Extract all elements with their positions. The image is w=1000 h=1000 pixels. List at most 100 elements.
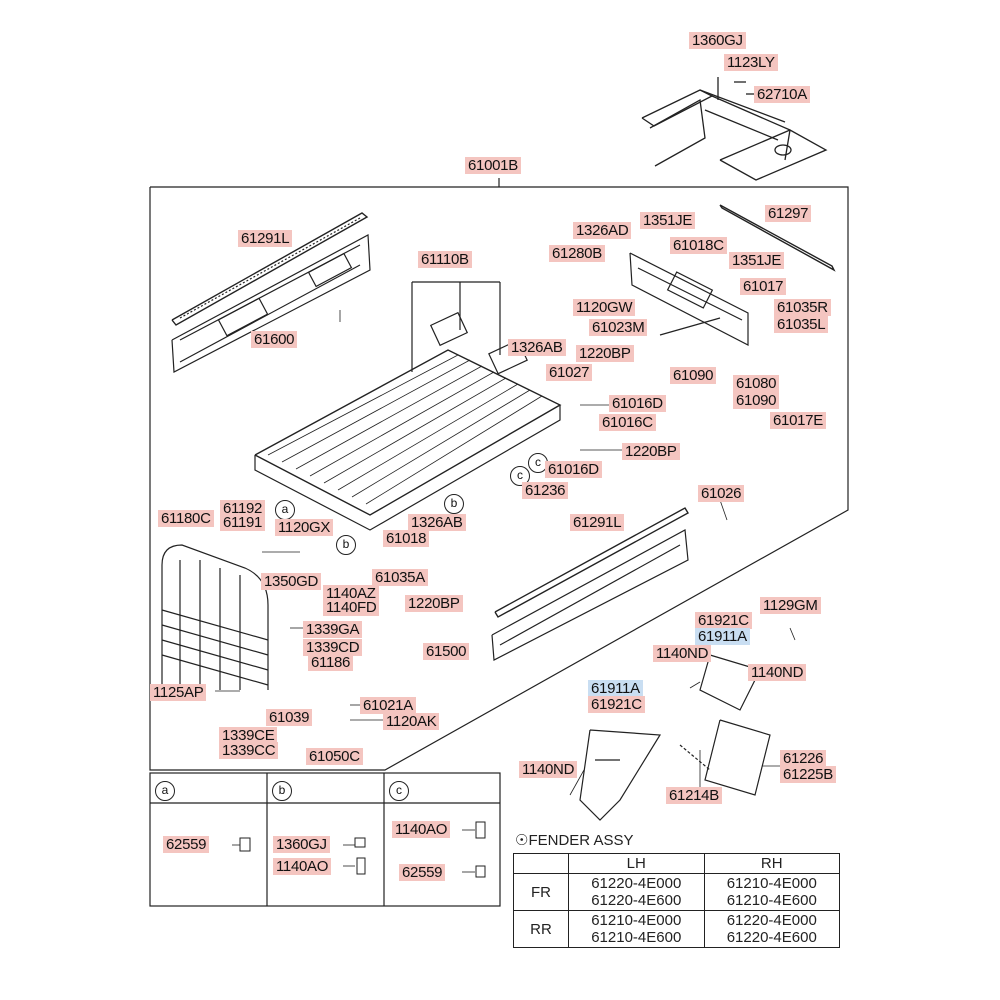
part-label[interactable]: 1120GW xyxy=(573,299,636,316)
part-label[interactable]: 1120AK xyxy=(383,713,440,730)
part-label[interactable]: 1326AB xyxy=(408,514,466,531)
part-label[interactable]: 61018 xyxy=(383,530,430,547)
part-label[interactable]: 1220BP xyxy=(576,345,634,362)
table-corner-cell xyxy=(513,853,569,874)
part-label[interactable]: 62710A xyxy=(754,86,810,103)
part-label[interactable]: 1351JE xyxy=(640,212,696,229)
part-label[interactable]: 1140ND xyxy=(653,645,712,662)
part-label[interactable]: 61191 xyxy=(220,514,266,531)
part-label[interactable]: 61291L xyxy=(238,230,293,247)
rail-61291L-top xyxy=(171,212,369,326)
rail-61291L-bottom xyxy=(494,507,689,618)
part-label[interactable]: 61001B xyxy=(465,157,521,174)
subbox-b-marker: b xyxy=(272,781,292,801)
part-number: 61210-4E000 xyxy=(591,912,682,929)
fender-assy-title: ☉FENDER ASSY xyxy=(515,832,634,849)
deck-floor xyxy=(254,281,562,531)
callout-c-2: c xyxy=(528,453,548,473)
column-header-lh: LH xyxy=(568,853,705,874)
rail-61297 xyxy=(719,204,836,272)
part-label[interactable]: 62559 xyxy=(163,836,210,853)
part-label[interactable]: 1326AB xyxy=(508,339,566,356)
part-label[interactable]: 61180C xyxy=(158,510,214,527)
part-label[interactable]: 61018C xyxy=(670,237,727,254)
part-label[interactable]: 61500 xyxy=(423,643,470,660)
subbox-a-marker: a xyxy=(155,781,175,801)
part-label[interactable]: 61600 xyxy=(251,331,298,348)
part-label[interactable]: 61236 xyxy=(522,482,569,499)
fender-assy-title-text: FENDER ASSY xyxy=(528,832,634,849)
part-label[interactable]: 61035R xyxy=(774,299,831,316)
part-label[interactable]: 61017 xyxy=(740,278,787,295)
part-label[interactable]: 1220BP xyxy=(405,595,463,612)
part-label[interactable]: 61226 xyxy=(780,750,827,767)
part-label[interactable]: 61192 xyxy=(220,500,266,517)
part-label[interactable]: 61021A xyxy=(360,697,416,714)
part-label[interactable]: 1339CC xyxy=(219,742,279,759)
callout-b: b xyxy=(336,535,356,555)
part-label[interactable]: 61027 xyxy=(546,364,593,381)
part-number: 61220-4E600 xyxy=(726,929,817,946)
part-label[interactable]: 61016D xyxy=(609,395,666,412)
part-label[interactable]: 1140AZ xyxy=(323,585,379,602)
part-label[interactable]: 61080 xyxy=(733,375,780,392)
part-label[interactable]: 1140ND xyxy=(748,664,807,681)
part-label[interactable]: 1140FD xyxy=(323,599,380,616)
part-label[interactable]: 61280B xyxy=(549,245,605,262)
part-label[interactable]: 61090 xyxy=(670,367,717,384)
part-label[interactable]: 1140AO xyxy=(273,858,332,875)
part-label[interactable]: 61016C xyxy=(599,414,656,431)
row-header-rr: RR xyxy=(513,910,569,948)
part-label[interactable]: 1350GD xyxy=(261,573,322,590)
column-header-rh: RH xyxy=(703,853,840,874)
part-label[interactable]: 61035L xyxy=(774,316,829,333)
part-label[interactable]: 1360GJ xyxy=(273,836,330,853)
part-label[interactable]: 1220BP xyxy=(622,443,680,460)
part-label[interactable]: 61026 xyxy=(698,485,745,502)
part-label[interactable]: 61291L xyxy=(570,514,625,531)
part-number: 61220-4E600 xyxy=(591,892,682,909)
part-label[interactable]: 61225B xyxy=(780,766,836,783)
rear-gate-61280B xyxy=(629,252,749,346)
part-label[interactable]: 61035A xyxy=(372,569,428,586)
part-label[interactable]: 61110B xyxy=(418,251,472,268)
part-label[interactable]: 1125AP xyxy=(150,684,207,701)
part-label[interactable]: 1360GJ xyxy=(689,32,746,49)
part-label[interactable]: 61214B xyxy=(666,787,722,804)
part-label[interactable]: 1326AD xyxy=(573,222,632,239)
row-header-fr: FR xyxy=(513,873,569,911)
part-label[interactable]: 61297 xyxy=(765,205,812,222)
part-number: 61220-4E000 xyxy=(591,875,682,892)
side-gate-61600 xyxy=(171,234,371,373)
part-label[interactable]: 1339GA xyxy=(303,621,363,638)
part-label[interactable]: 61016D xyxy=(545,461,602,478)
part-label[interactable]: 61023M xyxy=(589,319,648,336)
part-label[interactable]: 1120GX xyxy=(275,519,334,536)
part-label[interactable]: 61921C xyxy=(588,696,645,713)
part-label-highlighted[interactable]: 61911A xyxy=(588,680,643,697)
subbox-c-marker: c xyxy=(389,781,409,801)
part-label[interactable]: 62559 xyxy=(399,864,446,881)
part-label[interactable]: 61017E xyxy=(770,412,826,429)
part-label[interactable]: 1129GM xyxy=(760,597,821,614)
part-label-highlighted[interactable]: 61911A xyxy=(695,628,750,645)
part-label[interactable]: 61039 xyxy=(266,709,313,726)
part-label[interactable]: 1339CE xyxy=(219,727,278,744)
part-label[interactable]: 61090 xyxy=(733,392,780,409)
part-label[interactable]: 61050C xyxy=(306,748,363,765)
part-label[interactable]: 1140ND xyxy=(519,761,578,778)
part-label[interactable]: 1140AO xyxy=(392,821,451,838)
part-label[interactable]: 1123LY xyxy=(724,54,778,71)
part-label[interactable]: 1351JE xyxy=(729,252,785,269)
part-label[interactable]: 61186 xyxy=(308,654,354,671)
part-label[interactable]: 61921C xyxy=(695,612,752,629)
part-number: 61210-4E000 xyxy=(726,875,817,892)
table-header-row: LH RH xyxy=(513,853,840,874)
part-label[interactable]: 1339CD xyxy=(303,639,363,656)
